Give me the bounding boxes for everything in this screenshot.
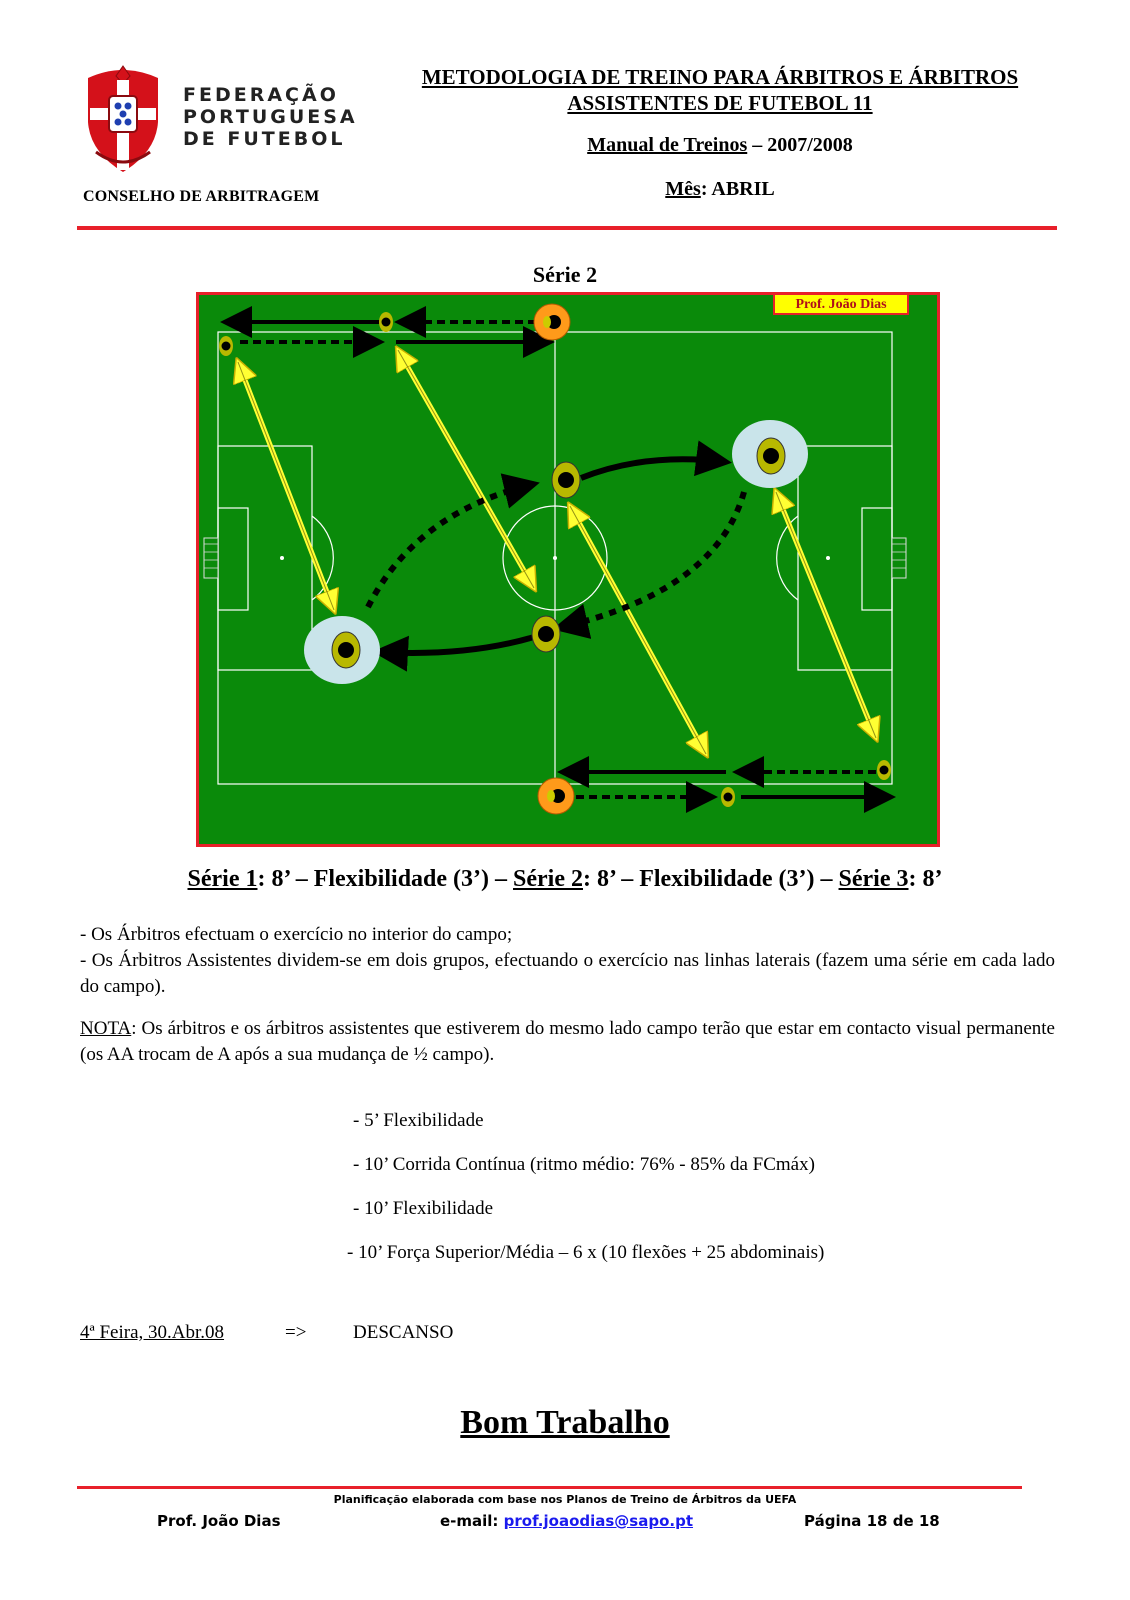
bottom-assistant-arrows <box>557 756 896 813</box>
diagram-title: Série 2 <box>532 262 598 287</box>
top-assistant-arrows <box>220 306 555 358</box>
fpf-logo <box>78 60 168 178</box>
footer-note: Planificação elaborada com base nos Plan… <box>333 1493 797 1506</box>
svg-text:Prof. João Dias: Prof. João Dias <box>795 297 887 312</box>
rest-day-arrow: => <box>285 1322 307 1343</box>
referee-figure <box>331 437 786 669</box>
closing-message: Bom Trabalho <box>460 1404 670 1441</box>
council-name: CONSELHO DE ARBITRAGEM <box>83 188 320 205</box>
footer-email: e-mail: prof.joaodias@sapo.pt <box>440 1512 694 1530</box>
plan-item: - 10’ Flexibilidade <box>353 1198 494 1219</box>
series-summary: Série 1: 8’ – Flexibilidade (3’) – Série… <box>187 866 943 892</box>
manual-line: Manual de Treinos – 2007/2008 <box>587 134 853 156</box>
note-referees: - Os Árbitros efectuam o exercício no in… <box>80 924 513 945</box>
training-field-diagram: Prof. João Dias <box>193 289 943 850</box>
rest-day-date: 4ª Feira, 30.Abr.08 <box>80 1322 225 1343</box>
page-number: Página 18 de 18 <box>804 1512 940 1530</box>
plan-item: - 5’ Flexibilidade <box>353 1110 484 1131</box>
plan-item: - 10’ Força Superior/Média – 6 x (10 fle… <box>347 1242 825 1263</box>
email-link[interactable]: prof.joaodias@sapo.pt <box>503 1512 694 1530</box>
footer-author: Prof. João Dias <box>157 1512 281 1530</box>
exercise-notes: - Os Árbitros efectuam o exercício no in… <box>80 922 1055 1000</box>
federation-name: FEDERAÇÃO PORTUGUESA DE FUTEBOL <box>183 84 358 150</box>
month-line: Mês: ABRIL <box>665 178 775 200</box>
document-title: METODOLOGIA DE TREINO PARA ÁRBITROS E ÁR… <box>421 65 1019 115</box>
pitch <box>193 289 943 850</box>
note-assistants: - Os Árbitros Assistentes dividem-se em … <box>80 950 1055 997</box>
assistant-referee-figure <box>219 312 891 807</box>
rest-day-label: DESCANSO <box>353 1322 454 1343</box>
header-divider <box>77 226 1057 230</box>
cone-bottom <box>537 777 575 815</box>
plan-item: - 10’ Corrida Contínua (ritmo médio: 76%… <box>353 1154 815 1175</box>
nota-paragraph: NOTA: Os árbitros e os árbitros assisten… <box>80 1018 1055 1065</box>
cone-top <box>533 303 571 341</box>
footer-divider <box>77 1486 1022 1489</box>
credit-label: Prof. João Dias <box>773 293 909 315</box>
referee-run-arrows <box>365 440 747 672</box>
